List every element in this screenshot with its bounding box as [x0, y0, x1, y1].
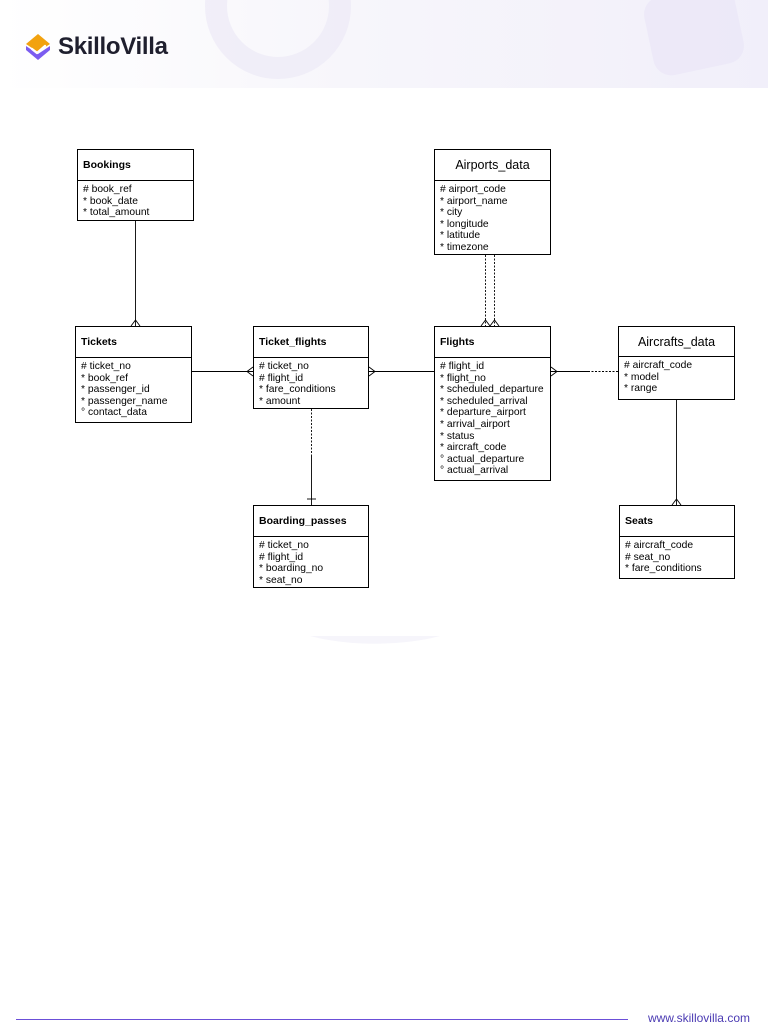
- attribute-list: # airport_code * airport_name * city * l…: [435, 181, 550, 254]
- attribute: * city: [440, 207, 463, 219]
- entity-tickets: Tickets # ticket_no * book_ref * passeng…: [75, 326, 192, 423]
- brand-logo[interactable]: SkilloVilla: [24, 30, 168, 64]
- header-banner: [0, 0, 768, 88]
- footer-divider: [16, 1019, 628, 1020]
- attribute: # airport_code: [440, 184, 506, 195]
- entity-flights: Flights # flight_id * flight_no * schedu…: [434, 326, 551, 481]
- attribute: * status: [440, 430, 475, 442]
- flights-aircrafts-crowfoot: [550, 366, 558, 377]
- attribute: * model: [624, 371, 659, 383]
- ticketflights-flights-crowfoot: [368, 366, 376, 377]
- attribute: ° actual_arrival: [440, 465, 509, 477]
- entity-aircrafts-data: Aircrafts_data # aircraft_code * model *…: [618, 326, 735, 400]
- attribute: * airport_name: [440, 195, 508, 207]
- aircrafts-seats-crowfoot: [671, 498, 682, 506]
- entity-title: Airports_data: [435, 150, 550, 181]
- skillovilla-logo-icon: [26, 34, 50, 60]
- attribute: * amount: [259, 395, 301, 407]
- attribute: # ticket_no: [259, 540, 309, 551]
- attribute: * passenger_name: [81, 395, 168, 407]
- attribute: ° contact_data: [81, 407, 147, 419]
- attribute-list: # book_ref * book_date * total_amount: [78, 181, 193, 219]
- attribute: * timezone: [440, 241, 489, 253]
- attribute: # flight_id: [440, 361, 485, 372]
- bookings-tickets-crowfoot: [130, 319, 141, 327]
- attribute-list: # aircraft_code # seat_no * fare_conditi…: [620, 537, 734, 575]
- attribute-list: # ticket_no * book_ref * passenger_id * …: [76, 358, 191, 419]
- attribute: * total_amount: [83, 207, 150, 219]
- attribute: * scheduled_departure: [440, 384, 544, 396]
- entity-title: Boarding_passes: [254, 506, 368, 537]
- entity-title: Aircrafts_data: [619, 327, 734, 357]
- entity-seats: Seats # aircraft_code # seat_no * fare_c…: [619, 505, 735, 579]
- attribute: * arrival_airport: [440, 418, 510, 430]
- attribute-list: # flight_id * flight_no * scheduled_depa…: [435, 358, 550, 477]
- attribute: ° actual_departure: [440, 453, 525, 465]
- attribute-list: # aircraft_code * model * range: [619, 357, 734, 395]
- attribute: * fare_conditions: [259, 384, 336, 396]
- attribute: # seat_no: [625, 551, 671, 563]
- brand-name: SkilloVilla: [58, 33, 168, 60]
- entity-title: Flights: [435, 327, 550, 358]
- attribute: # aircraft_code: [625, 540, 694, 551]
- attribute: # book_ref: [83, 184, 132, 195]
- entity-airports-data: Airports_data # airport_code * airport_n…: [434, 149, 551, 255]
- attribute-list: # ticket_no # flight_id * fare_condition…: [254, 358, 368, 407]
- attribute: * fare_conditions: [625, 563, 702, 575]
- attribute: # ticket_no: [259, 361, 309, 372]
- attribute: * longitude: [440, 218, 489, 230]
- airports-flights-crowfoot-1: [480, 319, 491, 327]
- entity-boarding-passes: Boarding_passes # ticket_no # flight_id …: [253, 505, 369, 588]
- attribute: * scheduled_arrival: [440, 395, 528, 407]
- footer-website-link[interactable]: www.skillovilla.com: [647, 1011, 750, 1025]
- attribute: * book_date: [83, 195, 138, 207]
- attribute: # ticket_no: [81, 361, 131, 372]
- entity-bookings: Bookings # book_ref * book_date * total_…: [77, 149, 194, 221]
- entity-ticket-flights: Ticket_flights # ticket_no # flight_id *…: [253, 326, 369, 409]
- attribute: * departure_airport: [440, 407, 526, 419]
- attribute: * latitude: [440, 230, 481, 242]
- attribute: # flight_id: [259, 372, 304, 384]
- attribute: # aircraft_code: [624, 360, 693, 371]
- entity-title: Seats: [620, 506, 734, 537]
- attribute: * passenger_id: [81, 384, 150, 396]
- airports-flights-crowfoot-2: [489, 319, 500, 327]
- attribute: # flight_id: [259, 551, 304, 563]
- attribute: * seat_no: [259, 574, 303, 586]
- attribute: * boarding_no: [259, 563, 324, 575]
- attribute: * flight_no: [440, 372, 486, 384]
- attribute: * aircraft_code: [440, 442, 507, 454]
- entity-title: Bookings: [78, 150, 193, 181]
- attribute-list: # ticket_no # flight_id * boarding_no * …: [254, 537, 368, 586]
- attribute: * range: [624, 383, 658, 395]
- entity-title: Ticket_flights: [254, 327, 368, 358]
- tickets-ticketflights-crowfoot: [246, 366, 254, 377]
- entity-title: Tickets: [76, 327, 191, 358]
- attribute: * book_ref: [81, 372, 128, 384]
